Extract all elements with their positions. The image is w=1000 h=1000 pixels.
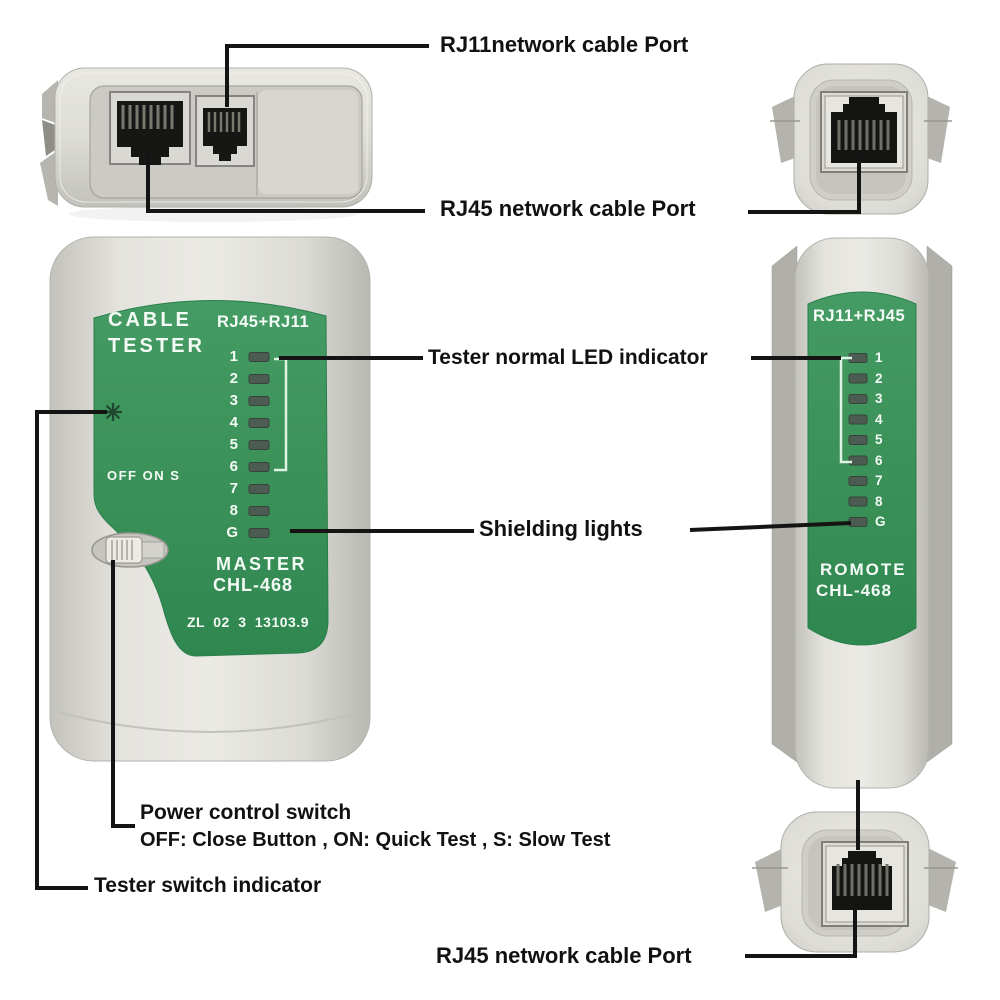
rj11-jack [195,95,255,167]
remote-led-label-3: 3 [875,391,883,406]
remote-led-label-7: 7 [875,473,883,488]
bottom-seam [57,711,363,733]
line-rj45-bottom [745,906,857,958]
left-tab-bottom [40,150,58,206]
line-rj11-top [225,44,429,107]
remote-led-label-2: 2 [875,371,883,386]
remote-unit [771,237,953,789]
rj45-pins [121,105,174,129]
master-led-label-4: 4 [229,414,238,431]
wing-left [755,848,783,912]
master-led-label-6: 6 [229,458,238,475]
master-print-code: ZL 02 3 13103.9 [187,614,309,630]
callout-power-switch-modes: OFF: Close Button , ON: Quick Test , S: … [140,829,611,851]
master-leds [248,352,270,538]
switch-ridges [111,540,133,560]
master-led-label-5: 5 [229,436,238,453]
remote-bottom-connector [752,811,958,953]
remote-flange-left [771,245,798,763]
top-view-device [40,67,373,222]
master-led-label-g: G [226,524,238,541]
callout-power-switch-title: Power control switch [140,801,352,824]
wing-right [928,848,956,912]
rj45-port-pins [836,864,889,896]
device-shadow [68,206,358,222]
master-led-label-2: 2 [229,370,238,387]
remote-green-panel [807,291,917,646]
line-shield-right [689,521,852,532]
remote-led-label-5: 5 [875,432,883,447]
master-led-label-1: 1 [229,348,238,365]
callout-lines [35,44,861,958]
remote-leds [848,353,868,527]
line-rj45-top-right [748,155,861,214]
rj45-port [832,851,892,910]
callout-rj45-port-bottom: RJ45 network cable Port [436,943,692,968]
master-led-label-8: 8 [229,502,238,519]
line-rj45-top-left [146,152,425,213]
remote-role: ROMOTE [820,560,907,579]
remote-jack-label: RJ11+RJ45 [813,307,906,325]
master-title-line1: CABLE [108,309,192,331]
left-notch [42,120,58,156]
callout-rj45-port-top: RJ45 network cable Port [440,196,696,221]
blank-panel [258,90,358,194]
callout-shielding-lights: Shielding lights [479,516,643,541]
master-title-line2: TESTER [108,335,205,357]
master-switch-positions: OFF ON S [107,468,181,483]
wing-right [927,96,950,163]
master-role: MASTER [216,554,307,574]
line-power-switch [111,560,135,828]
master-model: CHL-468 [213,575,294,595]
rj11-pins [207,112,241,132]
master-unit [49,236,371,762]
master-led-label-7: 7 [229,480,238,497]
remote-top-connector [770,63,952,215]
wing-left [772,96,795,163]
remote-led-label-g: G [875,514,886,529]
callout-tester-switch-indicator: Tester switch indicator [94,874,322,897]
body-highlight [59,72,368,203]
callout-tester-normal-led: Tester normal LED indicator [428,346,708,369]
remote-led-label-1: 1 [875,350,883,365]
left-tab-top [42,80,58,124]
remote-led-bracket [839,356,852,464]
callout-rj11-port: RJ11network cable Port [440,32,689,57]
rj45-port-pins [837,120,890,150]
remote-led-label-6: 6 [875,453,883,468]
master-jack-label: RJ45+RJ11 [217,313,310,331]
remote-flange-right [926,245,953,763]
master-green-panel [93,300,329,657]
line-switch-indicator [35,410,107,890]
remote-model: CHL-468 [816,581,892,600]
power-switch [91,532,169,568]
master-led-label-3: 3 [229,392,238,409]
remote-led-label-8: 8 [875,494,883,509]
remote-led-label-4: 4 [875,412,883,427]
